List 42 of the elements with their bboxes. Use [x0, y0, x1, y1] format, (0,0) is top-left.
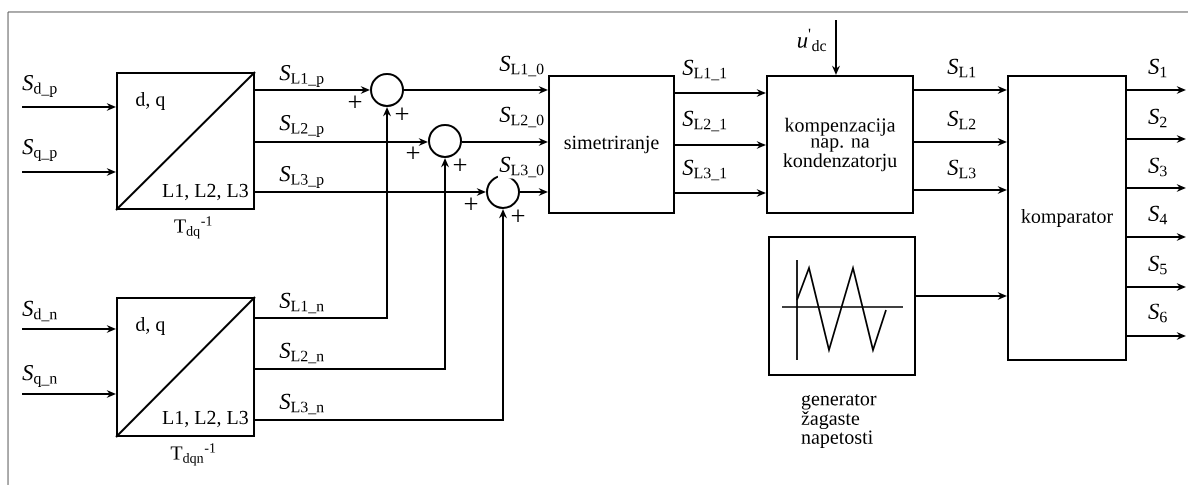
plus-sign: + — [511, 209, 525, 222]
signal-label: S$_{L1_n}$ — [277, 291, 327, 315]
signal-label: S$_{L3_0}$ — [497, 155, 547, 179]
signal-label: S$_{q_n}$ — [20, 363, 60, 389]
signal-label: S$_{3}$ — [1146, 156, 1170, 178]
plus-sign: + — [348, 95, 362, 108]
signal-label: u$^{'}$dc — [795, 27, 829, 53]
signal-label: S$_{L3}$ — [945, 158, 979, 180]
signal-label: S$_{L2_p}$ — [277, 113, 327, 139]
signal-label: S$_{d_p}$ — [20, 73, 60, 99]
plus-sign: + — [406, 146, 420, 159]
block-label: d, q — [136, 316, 165, 336]
block-label: d, q — [136, 91, 165, 111]
signal-label: S$_{L3_n}$ — [277, 392, 327, 416]
signal-label: S$_{d_n}$ — [20, 299, 60, 323]
block-caption: generator žagaste napetosti — [801, 394, 877, 448]
signal-label: S$_{q_p}$ — [20, 137, 60, 163]
signal-label: S$_{L1_0}$ — [497, 54, 547, 78]
signal-label: S$_{L2_n}$ — [277, 341, 327, 365]
signal-label: S$_{2}$ — [1146, 107, 1170, 129]
plus-sign: + — [464, 197, 478, 210]
signal-label: S$_{6}$ — [1146, 302, 1170, 324]
process-box: simetriranje — [548, 75, 675, 214]
block-label: L1, L2, L3 — [162, 410, 248, 428]
signal-label: S$_{L1}$ — [945, 57, 979, 79]
signal-label: S$_{L1_1}$ — [680, 58, 730, 82]
signal-label: S$_{L2_0}$ — [497, 105, 547, 129]
signal-label: S$_{4}$ — [1146, 204, 1170, 226]
process-box: komparator — [1007, 75, 1127, 361]
signal-label: S$_{L3_1}$ — [680, 158, 730, 182]
signal-label: S$_{L2}$ — [945, 109, 979, 131]
plus-sign: + — [395, 107, 409, 120]
signal-label: S$_{L1_p}$ — [277, 63, 327, 89]
process-box: kompenzacija nap. na kondenzatorju — [766, 75, 914, 214]
block-label: L1, L2, L3 — [162, 183, 248, 201]
signal-label: S$_{L3_p}$ — [277, 164, 327, 190]
block-caption: T$_{dq}$-1 — [174, 216, 212, 239]
signal-label: S$_{5}$ — [1146, 254, 1170, 276]
signal-label: S$_{L2_1}$ — [680, 109, 730, 133]
block-caption: T$_{dqn}$-1 — [170, 443, 216, 466]
signal-label: S$_{1}$ — [1146, 57, 1170, 79]
plus-sign: + — [453, 158, 467, 171]
